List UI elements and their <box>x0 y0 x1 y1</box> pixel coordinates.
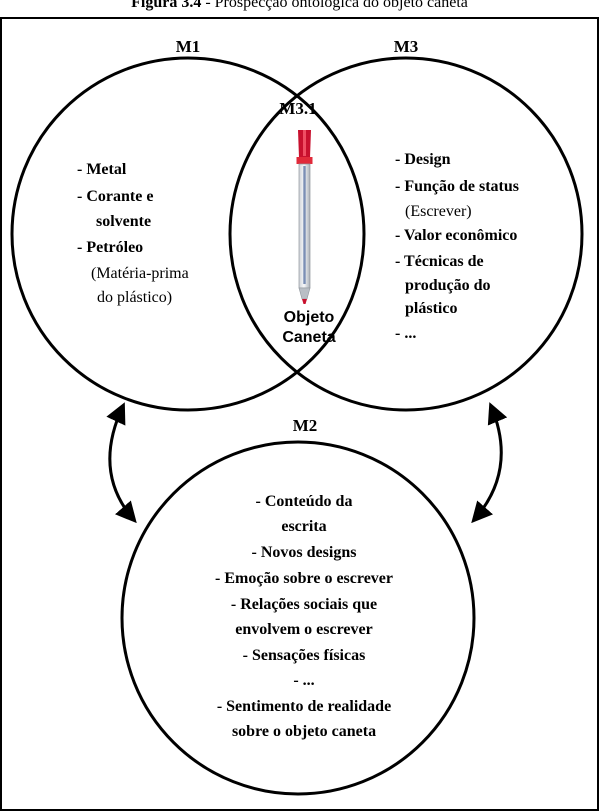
m3-item: - Função de status <box>395 178 519 195</box>
figure-title: - Prospecção ontológica do objeto caneta <box>201 0 468 11</box>
pen-image <box>296 130 313 304</box>
m3-item: - Design <box>395 151 451 168</box>
m2-item: - Relações sociais que <box>231 596 377 613</box>
m2-item: sobre o objeto caneta <box>232 723 376 740</box>
circle-m3 <box>228 56 584 412</box>
m2-item: - Sentimento de realidade <box>217 698 391 715</box>
figure-number: Figura 3.4 <box>131 0 202 11</box>
m3-items: - Design - Função de status (Escrever) -… <box>395 151 519 342</box>
figure-caption: Figura 3.4 - Prospecção ontológica do ob… <box>0 0 599 12</box>
pen-ink-tube <box>303 166 306 284</box>
label-m3-1: M3.1 <box>279 99 316 118</box>
circle-m1 <box>10 56 366 412</box>
m2-item: - Novos designs <box>252 544 357 561</box>
m2-item: envolvem o escrever <box>235 621 372 638</box>
m1-item: do plástico) <box>97 289 172 306</box>
m1-item: - Petróleo <box>77 239 143 256</box>
m3-item: plástico <box>405 300 457 317</box>
m3-item: produção do <box>405 277 491 294</box>
m2-items: - Conteúdo da escrita - Novos designs - … <box>215 493 393 740</box>
m2-item: - ... <box>293 672 314 689</box>
m3-item: - ... <box>395 325 416 342</box>
m2-item: - Sensações físicas <box>243 647 366 664</box>
m1-item: (Matéria-prima <box>91 265 189 282</box>
m3-item: (Escrever) <box>405 203 472 220</box>
m3-1-object-line1: Objeto <box>284 309 335 326</box>
m3-item: - Valor econômico <box>395 227 517 244</box>
m1-item: - Corante e <box>77 188 153 205</box>
m2-item: escrita <box>281 518 326 535</box>
m1-item: solvente <box>96 213 151 230</box>
m1-items: - Metal - Corante e solvente - Petróleo … <box>77 161 189 306</box>
label-m1: M1 <box>176 37 201 56</box>
figure-frame <box>0 17 599 811</box>
m3-item: - Técnicas de <box>395 253 484 270</box>
circle-m2 <box>120 440 476 796</box>
label-m3: M3 <box>394 37 419 56</box>
label-m2: M2 <box>293 416 318 435</box>
arrow-m1-m2 <box>106 402 137 524</box>
m3-1-object-line2: Caneta <box>282 329 335 346</box>
m1-item: - Metal <box>77 161 127 178</box>
arrow-m3-m2 <box>471 402 508 524</box>
m2-item: - Conteúdo da <box>256 493 353 510</box>
m2-item: - Emoção sobre o escrever <box>215 570 393 587</box>
